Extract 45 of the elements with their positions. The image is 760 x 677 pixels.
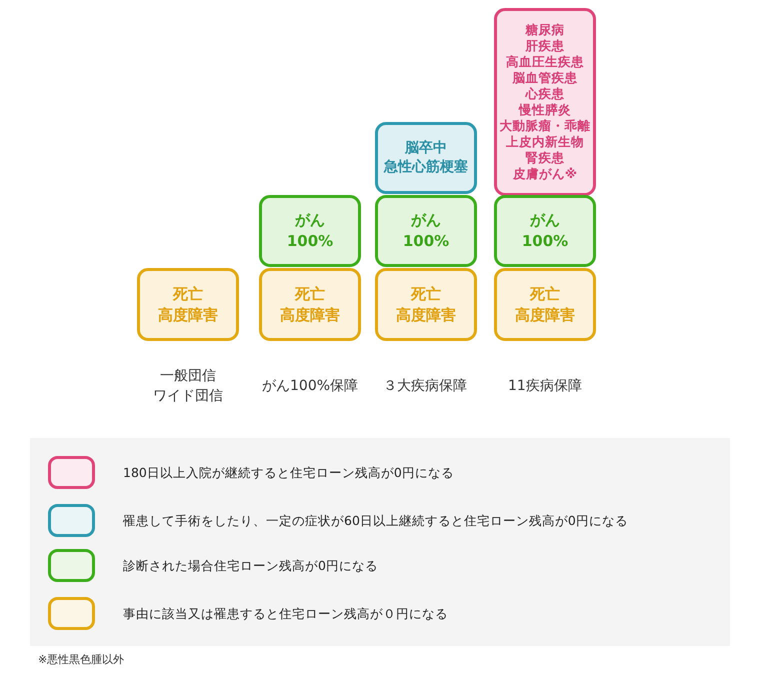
legend-text: 事由に該当又は罹患すると住宅ローン残高が０円になる (123, 605, 448, 623)
coverage-box (494, 268, 596, 341)
coverage-text: 高血圧生疾患 (506, 54, 584, 70)
coverage-text: 死亡 (295, 284, 325, 304)
legend-text: 罹患して手術をしたり、一定の症状が60日以上継続すると住宅ローン残高が0円になる (123, 512, 628, 530)
coverage-text: 死亡 (173, 284, 203, 304)
coverage-text: 皮膚がん※ (512, 166, 578, 182)
legend-text: 診断された場合住宅ローン残高が0円になる (123, 557, 378, 575)
coverage-text: 100% (286, 231, 334, 252)
coverage-box (259, 195, 361, 267)
coverage-box (494, 8, 596, 196)
coverage-box (259, 268, 361, 341)
coverage-text: 100% (522, 231, 568, 252)
coverage-text: 高度障害 (280, 304, 340, 326)
coverage-text: 高度障害 (396, 304, 456, 326)
coverage-text: がん (530, 210, 560, 231)
column-label: ワイド団信 (153, 387, 223, 405)
column-label: 11疾病保障 (508, 377, 582, 395)
column-label: 一般団信 (160, 367, 216, 385)
coverage-text: 脳血管疾患 (512, 70, 578, 86)
coverage-text: 糖尿病 (526, 22, 564, 38)
coverage-box (375, 195, 477, 267)
coverage-text: 脳卒中 (405, 139, 447, 158)
coverage-box (137, 268, 239, 341)
coverage-text: 上皮内新生物 (506, 134, 584, 150)
coverage-text: がん (411, 210, 441, 231)
coverage-box (494, 195, 596, 267)
coverage-text: 死亡 (530, 284, 560, 304)
coverage-box (375, 268, 477, 341)
column-label: がん100%保障 (262, 377, 358, 395)
legend-text: 180日以上入院が継続すると住宅ローン残高が0円になる (123, 464, 454, 482)
coverage-text: 肝疾患 (526, 38, 564, 54)
coverage-text: 100% (402, 231, 450, 252)
coverage-text: 心疾患 (526, 86, 564, 102)
coverage-text: 高度障害 (158, 304, 218, 326)
coverage-text: がん (295, 210, 325, 231)
coverage-box (375, 122, 477, 194)
coverage-text: 腎疾患 (526, 150, 564, 166)
coverage-text: 大動脈瘤・乖離 (500, 118, 590, 134)
column-label: ３大疾病保障 (383, 377, 467, 395)
coverage-text: 急性心筋梗塞 (384, 158, 468, 177)
coverage-text: 高度障害 (515, 304, 575, 326)
coverage-text: 死亡 (411, 284, 441, 304)
coverage-text: 慢性膵炎 (519, 102, 571, 118)
footnote: ※悪性黒色腫以外 (38, 652, 124, 667)
